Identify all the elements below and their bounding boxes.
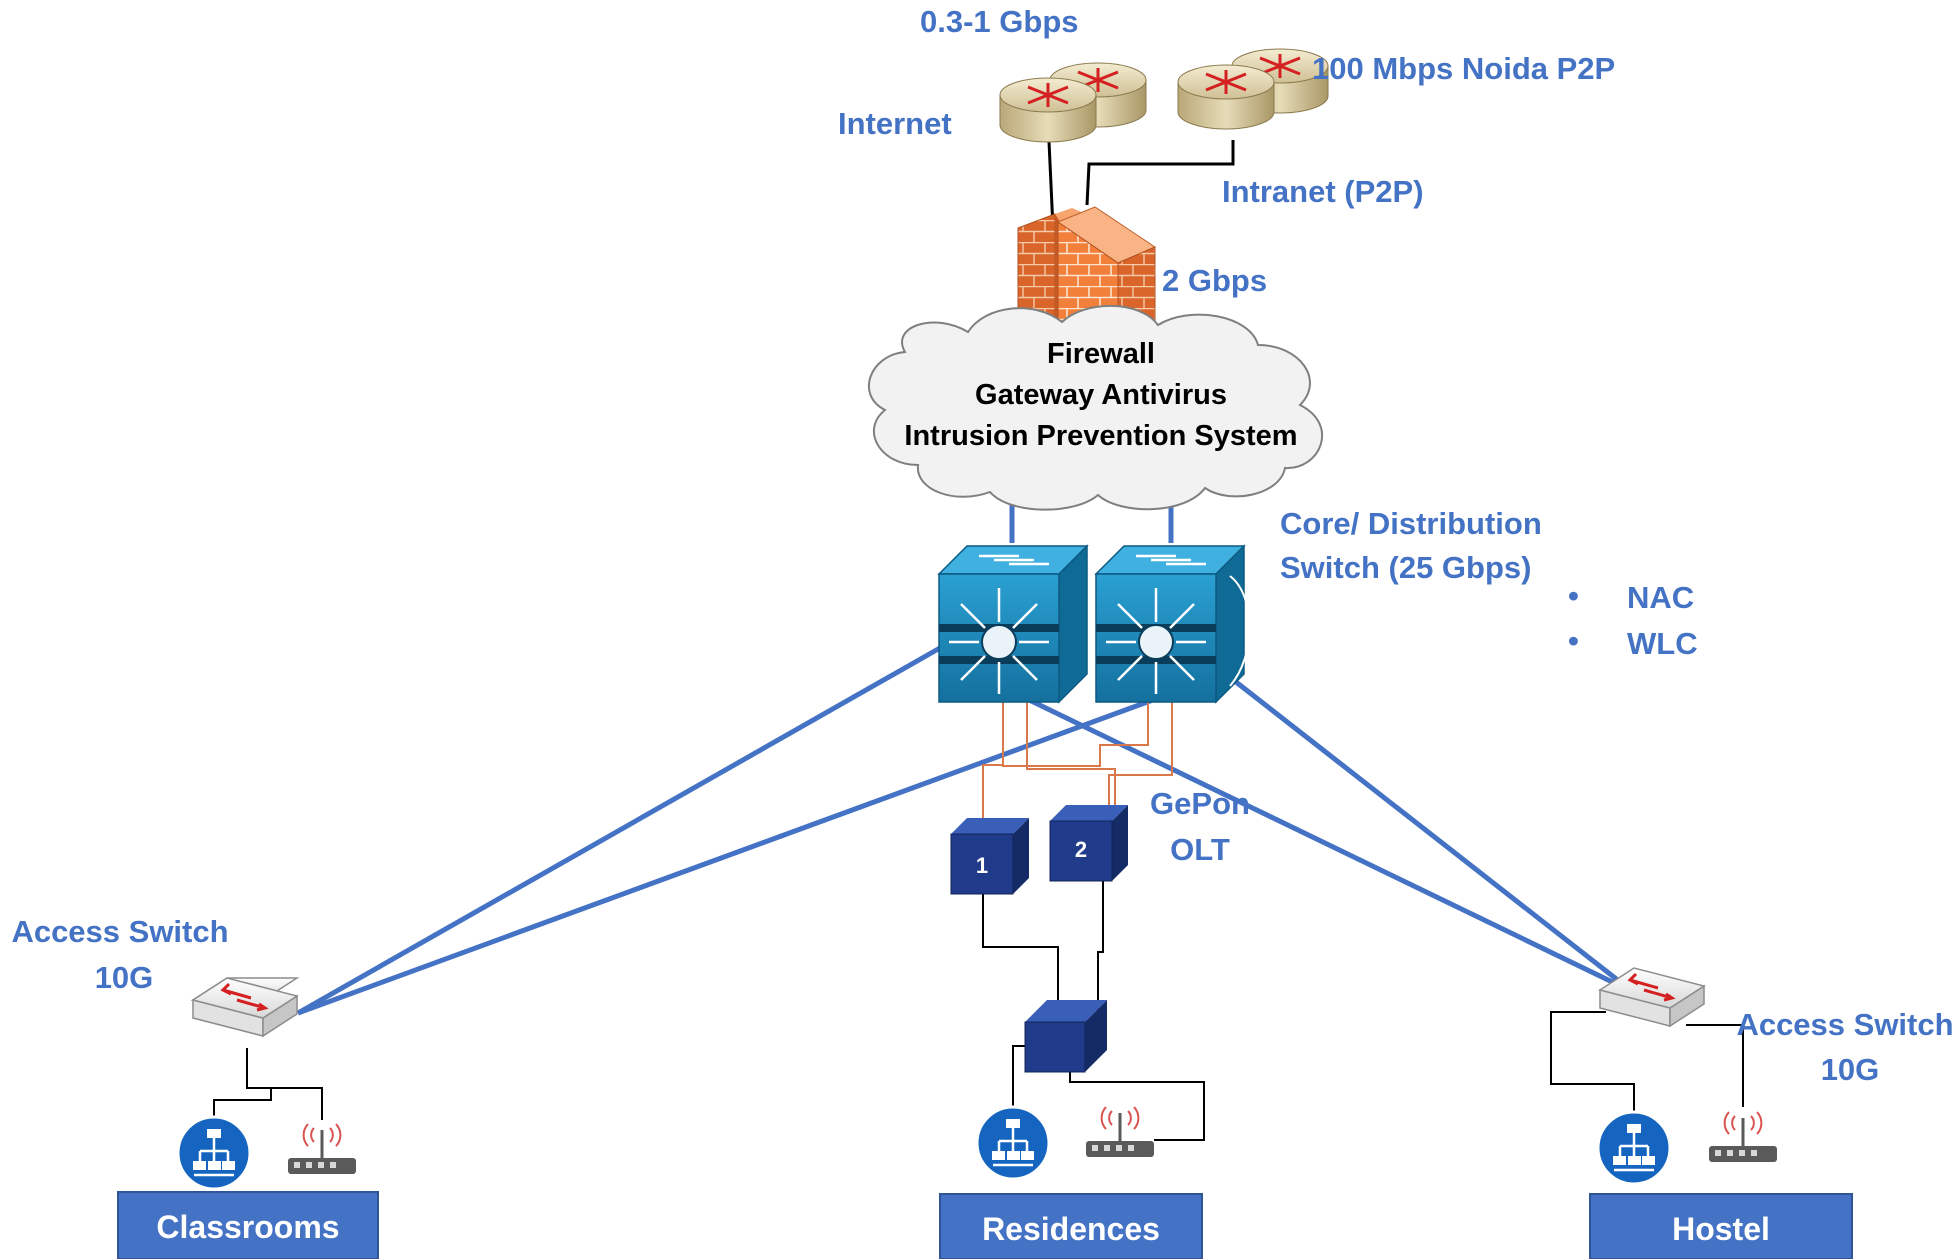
residences-ap: [1086, 1106, 1154, 1157]
p2p-link: [1085, 140, 1235, 206]
core-olt-link-1: [982, 700, 1004, 818]
core-olt-link-3: [1002, 700, 1149, 767]
lan-network-icon: [176, 1115, 252, 1191]
p2p-speed-label: 100 Mbps Noida P2P: [1312, 51, 1615, 86]
residences-lan: [975, 1105, 1051, 1181]
olt2-onu-link: [1097, 877, 1104, 1025]
access-switch-icon: [1598, 967, 1706, 1028]
hostel-ap: [1709, 1111, 1777, 1162]
site-label-residences: Residences: [982, 1211, 1160, 1247]
onu-icon: [1024, 1000, 1107, 1073]
access-left-lan-link: [213, 1048, 272, 1123]
bullet: •: [1568, 578, 1579, 613]
classrooms-ap: [288, 1123, 356, 1174]
p2p-router: [1177, 48, 1329, 130]
site-label-classrooms: Classrooms: [156, 1209, 339, 1245]
site-classrooms: Classrooms: [117, 1191, 379, 1259]
access-right-label-line1: Access Switch: [1736, 1007, 1953, 1042]
core-classrooms-link-1: [296, 641, 949, 1016]
core-label-line1: Core/ Distribution: [1280, 506, 1542, 541]
wifi-access-point-icon: [1086, 1106, 1154, 1157]
cloud-icon: [867, 304, 1324, 511]
access-left-label-line2: 10G: [95, 960, 154, 995]
core-switch-right: [1094, 544, 1251, 704]
intranet-label: Intranet (P2P): [1222, 174, 1424, 209]
access-right-label-line2: 10G: [1821, 1052, 1880, 1087]
access-left-label-line1: Access Switch: [11, 914, 228, 949]
hostel-lan: [1596, 1110, 1672, 1186]
layer3-switch-icon: [1094, 544, 1251, 704]
core-olt-link-2: [1026, 700, 1116, 808]
links: [213, 119, 1744, 1141]
access-switch-right: [1598, 967, 1706, 1028]
wifi-access-point-icon: [1709, 1111, 1777, 1162]
access-left-ap-link: [271, 1087, 323, 1120]
feature-wlc: WLC: [1627, 626, 1698, 661]
site-residences: Residences: [939, 1193, 1203, 1259]
olt-icon: 2: [1049, 805, 1128, 882]
core-features-list: • NAC • WLC: [1568, 578, 1698, 661]
internet-router: [999, 62, 1147, 143]
core-hostel-link-1: [1021, 694, 1635, 995]
access-switch-left: [190, 977, 300, 1038]
lan-network-icon: [975, 1105, 1051, 1181]
cloud-line-ips: Intrusion Prevention System: [904, 420, 1297, 452]
lan-network-icon: [1596, 1110, 1672, 1186]
cloud-line-antivirus: Gateway Antivirus: [975, 379, 1227, 411]
security-cloud: Firewall Gateway Antivirus Intrusion Pre…: [867, 304, 1324, 511]
core-switch-left: [937, 544, 1089, 704]
feature-nac: NAC: [1627, 580, 1694, 615]
site-label-hostel: Hostel: [1672, 1211, 1770, 1247]
access-right-lan-link: [1550, 1011, 1635, 1115]
olt-unit-2-label: 2: [1075, 837, 1087, 862]
core-olt-link-4: [1108, 700, 1173, 808]
cloud-line-firewall: Firewall: [1047, 338, 1155, 370]
olt-unit-1-label: 1: [976, 853, 988, 878]
classrooms-lan: [176, 1115, 252, 1191]
olt1-onu-link: [982, 880, 1059, 1002]
router-icon: [1177, 64, 1275, 130]
olt-icon: 1: [950, 818, 1029, 895]
core-label-line2: Switch (25 Gbps): [1280, 550, 1531, 585]
core-classrooms-link-2: [297, 687, 1181, 1016]
internet-label: Internet: [838, 106, 952, 141]
wifi-access-point-icon: [288, 1123, 356, 1174]
site-hostel: Hostel: [1589, 1193, 1853, 1259]
olt-label-line1: GePon: [1150, 786, 1250, 821]
bullet: •: [1568, 623, 1579, 658]
firewall-speed-label: 2 Gbps: [1162, 263, 1267, 298]
olt-label-line2: OLT: [1170, 832, 1230, 867]
olt-unit-2: 2: [1049, 805, 1128, 882]
internet-speed-label: 0.3-1 Gbps: [920, 4, 1079, 39]
layer3-switch-icon: [937, 544, 1089, 704]
olt-unit-1: 1: [950, 818, 1029, 895]
access-switch-icon: [190, 977, 300, 1038]
access-right-ap-link: [1686, 1024, 1744, 1107]
core-hostel-link-2: [1234, 680, 1635, 994]
router-icon: [999, 77, 1097, 143]
